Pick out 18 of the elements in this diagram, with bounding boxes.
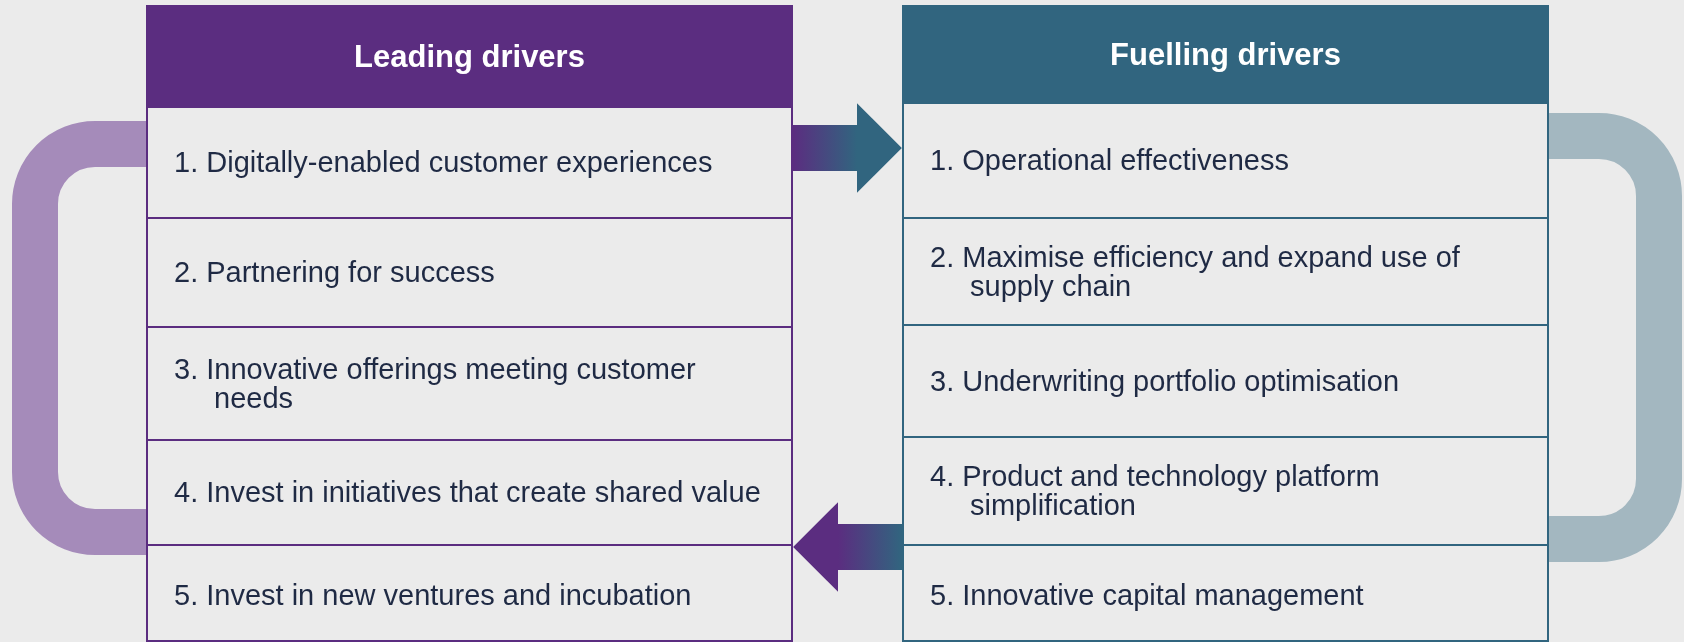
- panel-heading: Leading drivers: [148, 7, 791, 106]
- driver-row: 2. Partnering for success: [148, 217, 791, 326]
- driver-panel: [146, 5, 793, 642]
- driver-panel: [902, 5, 1549, 642]
- driver-row: 5. Invest in new ventures and incubation: [148, 544, 791, 642]
- driver-row: 4. Product and technology platform simplification: [904, 436, 1547, 544]
- driver-row: 3. Underwriting portfolio optimisation: [904, 324, 1547, 436]
- driver-row: 1. Operational effectiveness: [904, 102, 1547, 217]
- driver-row: 2. Maximise efficiency and expand use of supply chain: [904, 217, 1547, 324]
- loop-band: [1549, 113, 1682, 562]
- driver-row: 3. Innovative offerings meeting customer needs: [148, 326, 791, 439]
- arrow: [793, 103, 902, 193]
- arrow: [793, 502, 902, 592]
- driver-row: 5. Innovative capital management: [904, 544, 1547, 642]
- driver-row: 1. Digitally-enabled customer experiences: [148, 106, 791, 217]
- panel-heading: Fuelling drivers: [904, 7, 1547, 102]
- driver-row: 4. Invest in initiatives that create shared value: [148, 439, 791, 544]
- loop-band: [12, 121, 146, 555]
